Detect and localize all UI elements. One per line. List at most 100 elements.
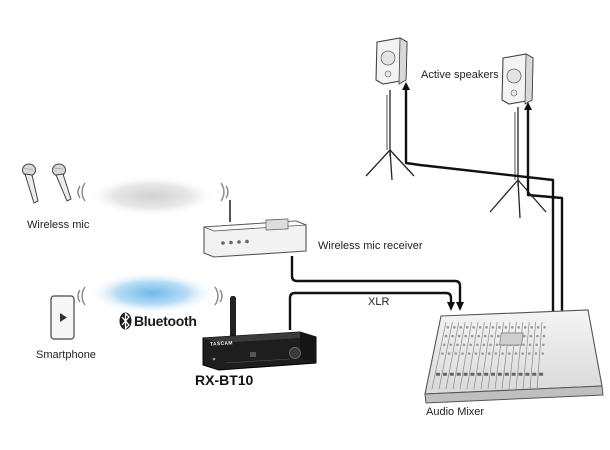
mixer-fader [518, 372, 523, 376]
mixer-channel-strip [445, 321, 460, 390]
mixer-knob [507, 352, 511, 355]
label-wireless-mic: Wireless mic [27, 219, 90, 231]
mixer-fader [539, 372, 544, 376]
mixer-knob [472, 326, 475, 329]
mixer-knob [449, 343, 453, 347]
mixer-channel-strip [452, 321, 466, 390]
mixer-knob [482, 343, 486, 347]
speaker-icon [375, 37, 408, 85]
mixer-channel-strip [536, 321, 543, 390]
mixer-knob [478, 326, 482, 329]
mixer-fader [436, 372, 441, 376]
mixer-knob [441, 352, 444, 355]
mixer-fader [456, 372, 461, 376]
mixer-knob [523, 326, 527, 329]
mixer-fader [491, 372, 496, 376]
mixer-knob [467, 352, 471, 355]
mixer-fader [504, 372, 509, 376]
mixer-knob [474, 352, 478, 355]
mixer-knob [461, 352, 464, 355]
label-audio-mixer: Audio Mixer [426, 406, 485, 418]
arrow-head [402, 82, 410, 90]
label-xlr: XLR [368, 296, 390, 308]
mixer-knob [517, 326, 521, 329]
mixer-knob [496, 334, 500, 338]
mixer-knob [464, 334, 467, 338]
mixer-fader [442, 372, 447, 376]
bluetooth-icon [119, 312, 132, 330]
mixer-knob [521, 352, 524, 355]
mixer-fader [525, 372, 530, 376]
mixer-fader [511, 372, 516, 376]
mixer-knob [457, 334, 461, 338]
mixer-knob [511, 326, 514, 329]
mixer-fader [477, 372, 482, 376]
mixer-fader [449, 372, 454, 376]
microphone-icon [52, 163, 72, 202]
mixer-knob [485, 326, 488, 329]
mixer-knob [487, 352, 491, 355]
mixer-knob [465, 326, 469, 329]
mixer-knob [528, 343, 532, 347]
mixer-knob [523, 334, 526, 338]
mixer-knob [530, 326, 534, 329]
mixer-knob [454, 352, 458, 355]
mixer-knob [542, 334, 546, 338]
wireless-mic-receiver-device [203, 200, 307, 258]
xlr-cable [288, 256, 462, 330]
mixer-channel-strip [473, 321, 485, 390]
speaker-icon [501, 53, 534, 105]
mixer-channel-strip [487, 321, 498, 390]
rx-bt10-device [202, 296, 317, 371]
device-brand-text: TASCAM [209, 340, 233, 348]
mixer-channel-strip [431, 321, 447, 390]
label-wireless-mic-receiver: Wireless mic receiver [318, 240, 423, 252]
mixer-knob [504, 326, 508, 329]
active-speaker-left [365, 90, 415, 181]
mixer-knob [462, 343, 466, 347]
mixer-channel-strip [522, 321, 530, 390]
mixer-knob [451, 334, 454, 338]
mixer-knob [543, 326, 546, 329]
mixer-knob [495, 343, 499, 347]
mixer-fader [532, 372, 537, 376]
wireless-signal-icon [77, 286, 223, 306]
mixer-knob [535, 343, 538, 347]
mixer-knob [529, 334, 533, 338]
mixer-fader [484, 372, 489, 376]
mixer-knob [542, 343, 545, 347]
mixer-knob [447, 352, 451, 355]
mixer-knob [498, 326, 501, 329]
label-smartphone: Smartphone [36, 349, 96, 361]
bluetooth-signal-glow [88, 272, 216, 314]
wireless-mic-signal-glow [86, 176, 218, 216]
mixer-fader [463, 372, 468, 376]
smartphone-icon [50, 295, 75, 340]
mixer-knob [534, 352, 538, 355]
arrow-head [447, 302, 455, 311]
mixer-knob [490, 334, 494, 338]
mixer-channel-strip [438, 321, 453, 390]
mixer-channel-strip [459, 321, 472, 390]
mixer-knob [514, 352, 518, 355]
mixer-channel-strip [466, 321, 479, 390]
mixer-knob [501, 352, 504, 355]
audio-mixer-device [424, 309, 604, 404]
mixer-knob [494, 352, 498, 355]
label-bluetooth: Bluetooth [134, 313, 197, 329]
mixer-knob [475, 343, 479, 347]
microphone-icon [22, 163, 39, 204]
mixer-channel-strip [529, 321, 536, 390]
wireless-signal-icon [77, 182, 229, 202]
mixer-knob [489, 343, 492, 347]
speaker-cable [404, 88, 564, 312]
label-product-name: RX-BT10 [195, 372, 254, 388]
mixer-knob [527, 352, 531, 355]
mixer-fader [497, 372, 502, 376]
mixer-knob [470, 334, 474, 338]
mixer-knob [481, 352, 484, 355]
mixer-knob [491, 326, 495, 329]
label-active-speakers: Active speakers [421, 69, 499, 81]
